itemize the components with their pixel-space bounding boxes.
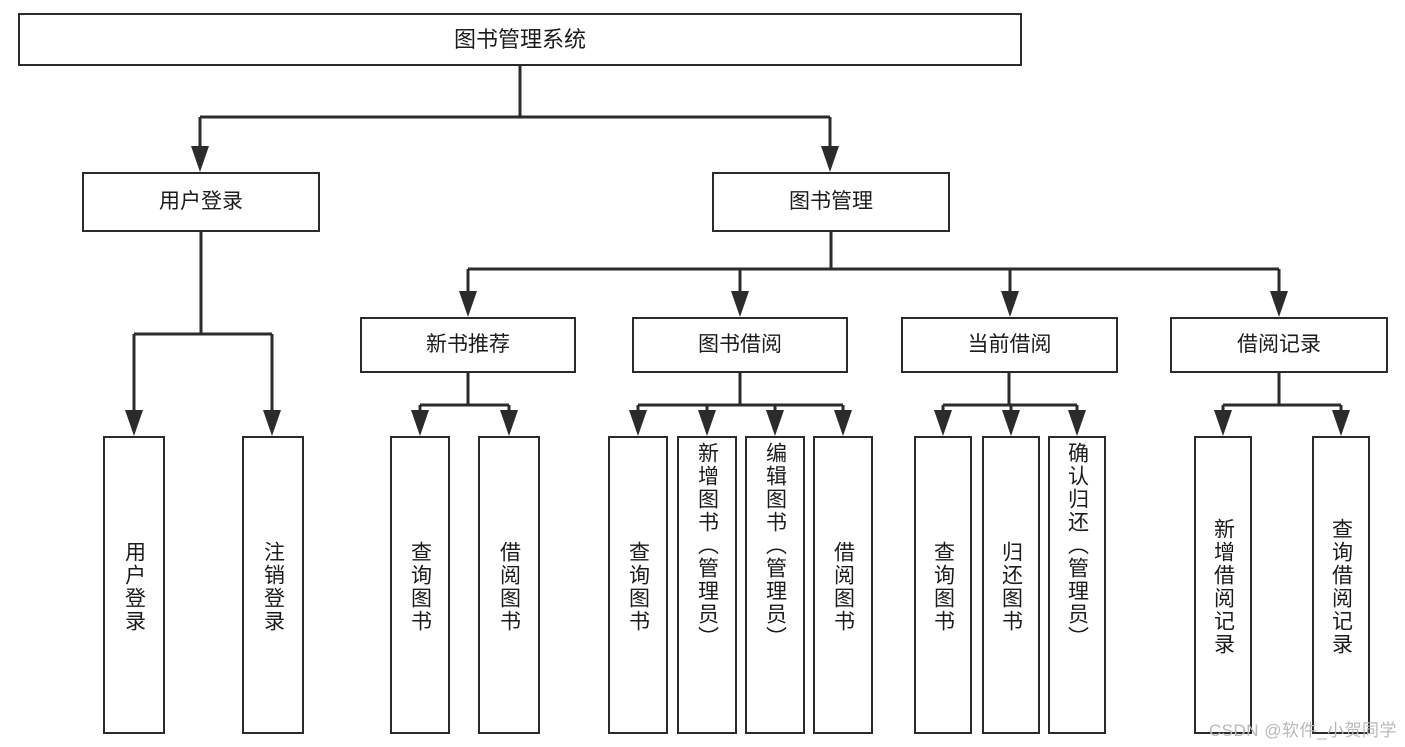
arrow-head-icon bbox=[821, 146, 839, 172]
arrow-head-icon bbox=[1270, 291, 1288, 317]
arrow-head-icon bbox=[1332, 410, 1350, 436]
node-label: 新增借阅记录 bbox=[1211, 518, 1235, 656]
node-leaf-borrow-book-1[interactable]: 借阅图书 bbox=[478, 436, 540, 734]
node-label: 查询借阅记录 bbox=[1329, 518, 1353, 656]
node-user-login[interactable]: 用户登录 bbox=[82, 172, 320, 232]
arrow-head-icon bbox=[934, 410, 952, 436]
node-label: 借阅图书 bbox=[497, 541, 521, 633]
node-leaf-user-login[interactable]: 用户登录 bbox=[103, 436, 165, 734]
arrow-head-icon bbox=[191, 146, 209, 172]
arrow-head-icon bbox=[411, 410, 429, 436]
node-leaf-add-record[interactable]: 新增借阅记录 bbox=[1194, 436, 1252, 734]
arrow-head-icon bbox=[834, 410, 852, 436]
node-label: 借阅图书 bbox=[831, 541, 855, 633]
node-leaf-edit-book[interactable]: 编辑图书（管理员） bbox=[745, 436, 805, 734]
node-root[interactable]: 图书管理系统 bbox=[18, 13, 1022, 66]
node-label: 注销登录 bbox=[261, 541, 285, 633]
node-label: 借阅记录 bbox=[1237, 332, 1321, 356]
arrow-head-icon bbox=[125, 410, 143, 436]
node-leaf-add-book[interactable]: 新增图书（管理员） bbox=[677, 436, 737, 734]
arrow-head-icon bbox=[629, 410, 647, 436]
node-label: 查询图书 bbox=[931, 541, 955, 633]
arrow-head-icon bbox=[698, 410, 716, 436]
arrow-head-icon bbox=[1001, 291, 1019, 317]
watermark: CSDN @软件_小贺同学 bbox=[1208, 721, 1397, 740]
node-leaf-confirm-return[interactable]: 确认归还（管理员） bbox=[1048, 436, 1106, 734]
node-book-manage[interactable]: 图书管理 bbox=[712, 172, 950, 232]
node-label: 用户登录 bbox=[122, 541, 146, 633]
node-leaf-borrow-book-2[interactable]: 借阅图书 bbox=[813, 436, 873, 734]
node-book-borrow[interactable]: 图书借阅 bbox=[632, 317, 848, 373]
node-label: 图书管理系统 bbox=[453, 26, 586, 52]
arrow-head-icon bbox=[766, 410, 784, 436]
node-leaf-query-book-2[interactable]: 查询图书 bbox=[608, 436, 668, 734]
node-label: 编辑图书（管理员） bbox=[763, 442, 787, 649]
arrow-head-icon bbox=[500, 410, 518, 436]
node-leaf-return-book[interactable]: 归还图书 bbox=[982, 436, 1040, 734]
node-leaf-logout[interactable]: 注销登录 bbox=[242, 436, 304, 734]
node-borrow-record[interactable]: 借阅记录 bbox=[1170, 317, 1388, 373]
node-label: 当前借阅 bbox=[967, 332, 1052, 356]
node-leaf-query-book-1[interactable]: 查询图书 bbox=[390, 436, 450, 734]
node-label: 查询图书 bbox=[408, 541, 432, 633]
node-label: 图书管理 bbox=[789, 189, 873, 213]
node-label: 新书推荐 bbox=[426, 332, 510, 356]
node-label: 用户登录 bbox=[159, 189, 243, 213]
node-leaf-query-record[interactable]: 查询借阅记录 bbox=[1312, 436, 1370, 734]
node-label: 归还图书 bbox=[999, 541, 1023, 633]
node-current-borrow[interactable]: 当前借阅 bbox=[901, 317, 1118, 373]
node-new-book-rec[interactable]: 新书推荐 bbox=[360, 317, 576, 373]
arrow-head-icon bbox=[731, 291, 749, 317]
node-label: 新增图书（管理员） bbox=[695, 442, 719, 649]
arrow-head-icon bbox=[1214, 410, 1232, 436]
arrow-head-icon bbox=[263, 410, 281, 436]
arrow-head-icon bbox=[1002, 410, 1020, 436]
node-label: 查询图书 bbox=[626, 541, 650, 633]
node-label: 图书借阅 bbox=[698, 332, 782, 356]
arrow-head-icon bbox=[1068, 410, 1086, 436]
arrow-head-icon bbox=[459, 291, 477, 317]
node-leaf-query-book-3[interactable]: 查询图书 bbox=[914, 436, 972, 734]
node-label: 确认归还（管理员） bbox=[1065, 442, 1089, 649]
